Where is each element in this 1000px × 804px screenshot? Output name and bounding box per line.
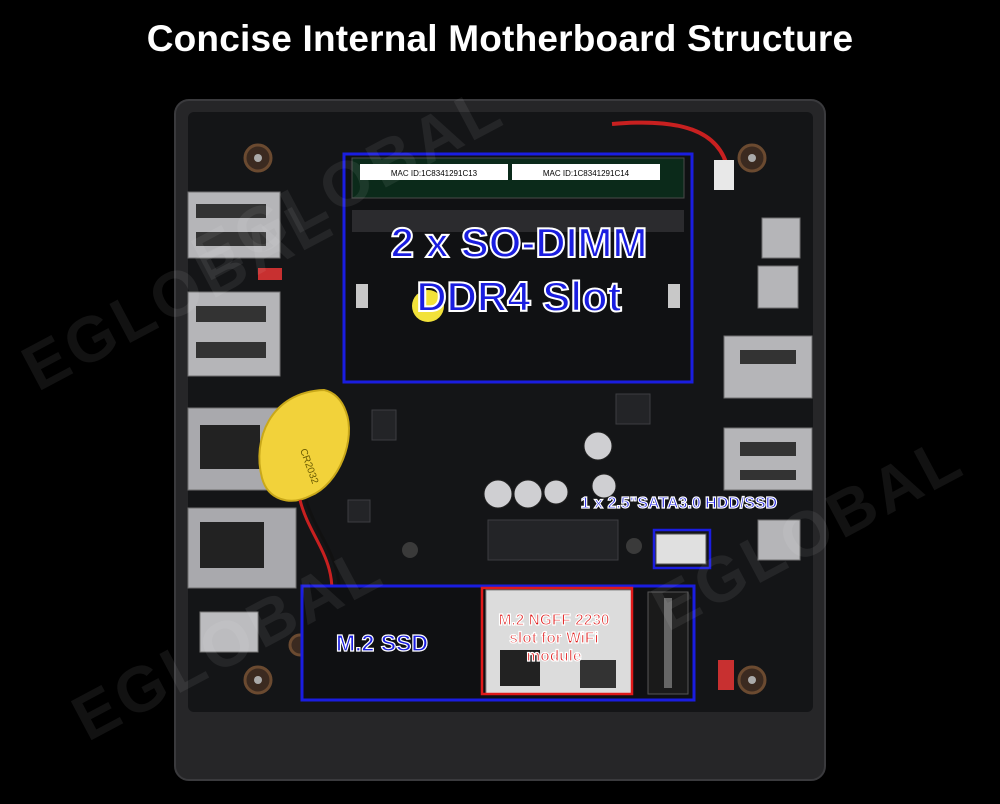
yellow-dot — [412, 290, 444, 322]
ram-label-left: MAC ID:1C8341291C13 — [391, 169, 478, 178]
m2-ssd-callout: M.2 SSD — [335, 629, 429, 656]
components — [347, 393, 707, 565]
ram-label-right: MAC ID:1C8341291C14 — [543, 169, 630, 178]
wifi-callout-line3: module — [526, 647, 582, 665]
sata-highlight-box — [652, 528, 712, 570]
header-red — [258, 268, 282, 280]
fan-wire — [611, 120, 730, 171]
m2-ssd-highlight-box — [300, 584, 696, 702]
dimm-callout: 2 x SO-DIMM DDR4 Slot — [344, 216, 694, 324]
left-usb-ports — [187, 191, 281, 377]
dimm-callout-line2: DDR4 Slot — [415, 272, 622, 321]
dimm-highlight-box — [342, 152, 694, 384]
right-ports — [723, 217, 813, 561]
audio-jack — [199, 611, 259, 653]
header-red-2 — [718, 660, 734, 690]
sata-callout: 1 x 2.5"SATA3.0 HDD/SSD — [580, 494, 778, 512]
page-title: Concise Internal Motherboard Structure — [146, 18, 854, 59]
dimm-callout-line1: 2 x SO-DIMM — [390, 218, 649, 267]
wifi-callout-line1: M.2 NGFF 2230 — [498, 611, 610, 629]
wifi-callout: M.2 NGFF 2230 slot for WiFi module — [484, 611, 624, 666]
ram-modules — [351, 157, 685, 308]
fan-connector — [714, 160, 734, 190]
wifi-highlight-box — [480, 586, 634, 696]
wifi-callout-line2: slot for WiFi — [509, 629, 600, 647]
capacitors — [483, 431, 617, 509]
